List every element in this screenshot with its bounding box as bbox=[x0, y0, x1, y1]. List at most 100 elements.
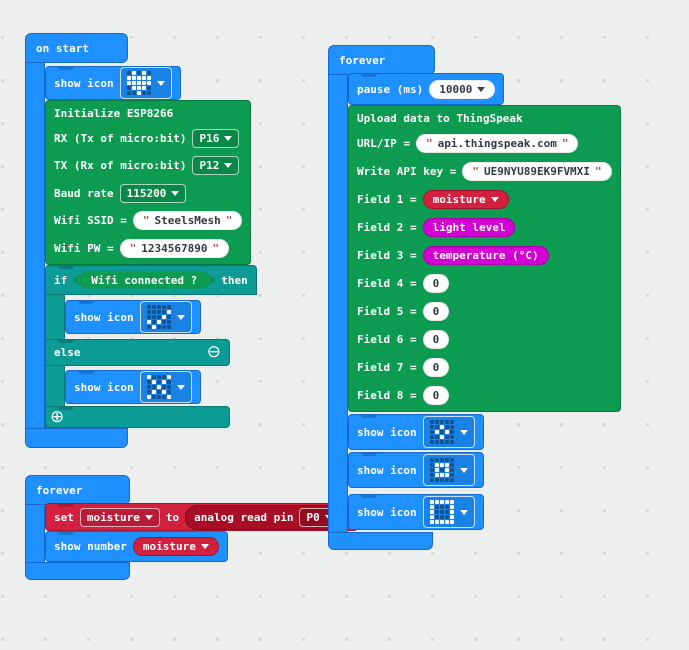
icon-dropdown[interactable] bbox=[422, 454, 475, 486]
icon-dropdown[interactable] bbox=[139, 301, 192, 333]
cross-icon bbox=[146, 375, 171, 399]
field4-number-input[interactable]: 0 bbox=[422, 273, 450, 293]
show-icon-block[interactable]: show icon bbox=[65, 300, 201, 334]
collapse-minus-icon[interactable]: ⊖ bbox=[206, 342, 221, 362]
api-key-label: Write API key = bbox=[357, 165, 457, 179]
show-icon-block[interactable]: show icon bbox=[348, 452, 484, 488]
variable-name: moisture bbox=[86, 510, 140, 524]
forever-label: forever bbox=[339, 53, 386, 67]
if-label: if bbox=[54, 273, 68, 287]
pause-ms-dropdown[interactable]: 10000 bbox=[429, 79, 496, 99]
analog-read-pin-reporter[interactable]: analog read pin P0 bbox=[185, 504, 349, 530]
pause-block[interactable]: pause (ms) 10000 bbox=[348, 73, 505, 105]
to-label: to bbox=[165, 510, 180, 524]
small-diamond-icon bbox=[429, 420, 454, 444]
variable-name: moisture bbox=[432, 193, 486, 207]
show-icon-label: show icon bbox=[357, 463, 417, 477]
chevron-down-icon bbox=[459, 467, 468, 473]
forever-spine bbox=[328, 75, 348, 532]
show-icon-block[interactable]: show icon bbox=[65, 370, 201, 404]
field6-label: Field 6 = bbox=[357, 332, 417, 346]
forever-label: forever bbox=[36, 483, 83, 497]
wifi-connected-reporter[interactable]: Wifi connected ? bbox=[75, 270, 213, 291]
icon-dropdown[interactable] bbox=[422, 496, 475, 528]
chevron-down-icon bbox=[477, 86, 486, 92]
upload-title: Upload data to ThingSpeak bbox=[357, 112, 523, 126]
heart-icon bbox=[126, 71, 151, 95]
variable-dropdown[interactable]: moisture bbox=[79, 507, 160, 527]
show-icon-label: show icon bbox=[74, 310, 134, 324]
then-label: then bbox=[221, 273, 248, 287]
wifi-ssid-label: Wifi SSID = bbox=[54, 214, 127, 228]
forever-header[interactable]: forever bbox=[328, 45, 435, 75]
chevron-down-icon bbox=[144, 514, 153, 520]
field3-label: Field 3 = bbox=[357, 248, 417, 262]
number-value: 0 bbox=[432, 388, 440, 402]
on-start-label: on start bbox=[36, 41, 89, 55]
url-input[interactable]: api.thingspeak.com bbox=[415, 134, 579, 154]
icon-dropdown[interactable] bbox=[119, 67, 172, 99]
icon-dropdown[interactable] bbox=[139, 371, 192, 403]
show-icon-block[interactable]: show icon bbox=[348, 494, 484, 530]
icon-dropdown[interactable] bbox=[422, 416, 475, 448]
rx-pin-dropdown[interactable]: P16 bbox=[192, 128, 240, 148]
if-bottom-bar: ⊕ bbox=[45, 406, 230, 428]
wifi-pw-label: Wifi PW = bbox=[54, 241, 114, 255]
variable-reporter[interactable]: moisture bbox=[132, 537, 219, 556]
field7-label: Field 7 = bbox=[357, 360, 417, 374]
tx-pin-value: P12 bbox=[199, 159, 220, 173]
init-title: Initialize ESP8266 bbox=[54, 107, 174, 121]
wifi-pw-input[interactable]: 1234567890 bbox=[119, 238, 230, 258]
forever-footer bbox=[25, 562, 130, 580]
field8-number-input[interactable]: 0 bbox=[422, 385, 450, 405]
number-value: 0 bbox=[432, 276, 440, 290]
initialize-esp8266-block[interactable]: Initialize ESP8266 RX (Tx of micro:bit) … bbox=[45, 100, 252, 265]
api-key-value: UE9NYU89EK9FVMXI bbox=[483, 165, 590, 179]
chevron-down-icon bbox=[156, 80, 165, 86]
chevron-down-icon bbox=[459, 429, 468, 435]
checkmark-icon bbox=[146, 305, 171, 329]
baud-rate-dropdown[interactable]: 115200 bbox=[119, 183, 187, 203]
upload-thingspeak-block[interactable]: Upload data to ThingSpeak URL/IP = api.t… bbox=[348, 105, 621, 412]
url-value: api.thingspeak.com bbox=[437, 137, 557, 151]
show-icon-block[interactable]: show icon bbox=[348, 414, 484, 450]
light-level-reporter[interactable]: light level bbox=[422, 218, 516, 238]
field1-label: Field 1 = bbox=[357, 193, 417, 207]
show-icon-label: show icon bbox=[357, 505, 417, 519]
field4-label: Field 4 = bbox=[357, 276, 417, 290]
api-key-input[interactable]: UE9NYU89EK9FVMXI bbox=[462, 162, 612, 182]
field5-number-input[interactable]: 0 bbox=[422, 301, 450, 321]
show-icon-block[interactable]: show icon bbox=[45, 66, 181, 100]
reporter-label: temperature (°C) bbox=[432, 248, 539, 262]
show-number-block[interactable]: show number moisture bbox=[45, 531, 228, 562]
forever-header[interactable]: forever bbox=[25, 475, 130, 505]
field1-variable-reporter[interactable]: moisture bbox=[422, 190, 509, 210]
forever-footer bbox=[328, 532, 433, 550]
field5-label: Field 5 = bbox=[357, 304, 417, 318]
on-start-footer bbox=[25, 428, 128, 448]
temperature-reporter[interactable]: temperature (°C) bbox=[422, 245, 549, 265]
expand-plus-icon[interactable]: ⊕ bbox=[50, 406, 65, 427]
set-variable-block[interactable]: set moisture to analog read pin P0 bbox=[45, 503, 358, 531]
on-start-header[interactable]: on start bbox=[25, 33, 128, 63]
on-start-spine bbox=[25, 63, 45, 428]
show-icon-label: show icon bbox=[74, 380, 134, 394]
wifi-pw-value: 1234567890 bbox=[141, 241, 208, 255]
else-bar[interactable]: else ⊖ bbox=[45, 339, 230, 366]
chevron-down-icon bbox=[224, 163, 233, 169]
chevron-down-icon bbox=[176, 384, 185, 390]
pause-label: pause (ms) bbox=[357, 82, 424, 96]
field6-number-input[interactable]: 0 bbox=[422, 329, 450, 349]
chevron-down-icon bbox=[459, 509, 468, 515]
variable-name: moisture bbox=[142, 540, 196, 553]
field7-number-input[interactable]: 0 bbox=[422, 357, 450, 377]
wifi-ssid-input[interactable]: SteelsMesh bbox=[132, 211, 243, 231]
if-header[interactable]: if Wifi connected ? then bbox=[45, 265, 257, 295]
chevron-down-icon bbox=[490, 197, 499, 203]
set-label: set bbox=[54, 510, 74, 524]
tx-pin-dropdown[interactable]: P12 bbox=[192, 156, 240, 176]
chevron-down-icon bbox=[224, 135, 233, 141]
rx-label: RX (Tx of micro:bit) bbox=[54, 131, 187, 145]
forever-spine bbox=[25, 505, 45, 562]
